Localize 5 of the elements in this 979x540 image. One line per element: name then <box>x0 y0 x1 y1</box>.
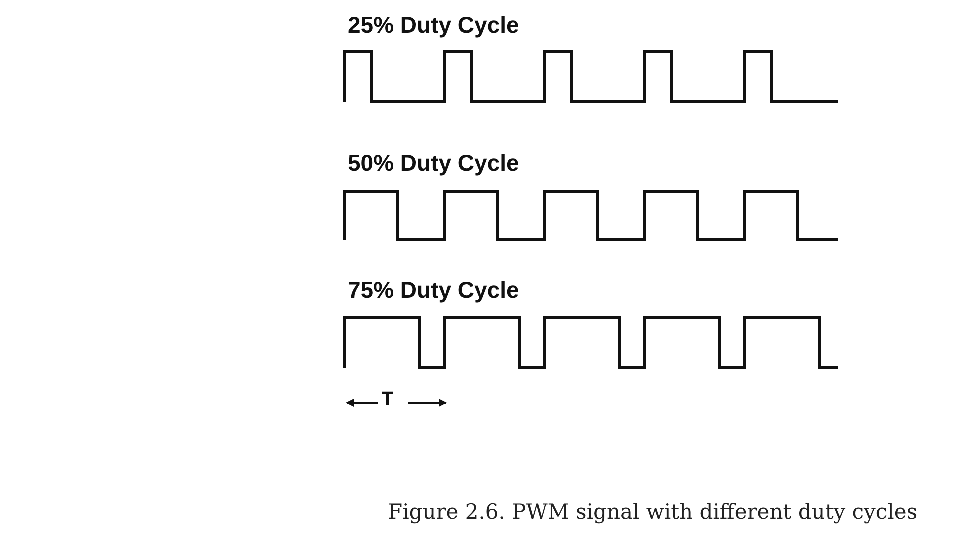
waveform-title: 50% Duty Cycle <box>348 150 520 177</box>
figure-caption: Figure 2.6. PWM signal with different duty cycles <box>388 500 918 524</box>
waveform-title: 25% Duty Cycle <box>348 12 520 39</box>
waveform-title: 75% Duty Cycle <box>348 277 520 304</box>
period-label: T <box>382 389 394 411</box>
